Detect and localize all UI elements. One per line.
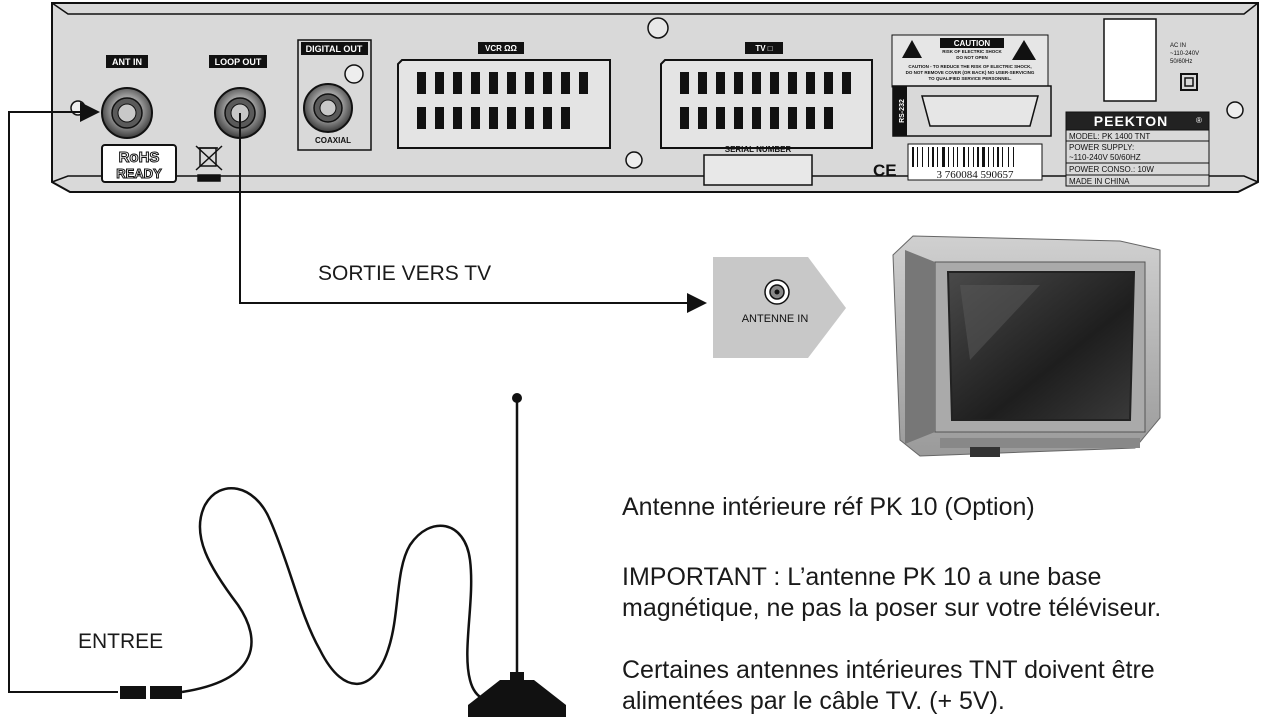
loop-out-label: LOOP OUT [215, 57, 262, 67]
caution-text3: TO QUALIFIED SERVICE PERSONNEL. [928, 76, 1011, 81]
ce-mark: CE [873, 161, 897, 180]
ant-in-connector[interactable]: ANT IN [101, 55, 153, 139]
caution-sub2: DO NOT OPEN [956, 55, 988, 60]
barcode-bar [948, 147, 949, 167]
antenna-reference-note: Antenne intérieure réf PK 10 (Option) [622, 493, 1035, 521]
sortie-vers-tv-label: SORTIE VERS TV [318, 262, 492, 285]
vcr-label: VCR ΩΩ [485, 44, 518, 53]
barcode-bar [1013, 147, 1014, 167]
spec-plate: PEEKTON ® MODEL: PK 1400 TNT POWER SUPPL… [1065, 111, 1210, 187]
ac-in-line1: AC IN [1170, 43, 1186, 49]
power-note-line1: Certaines antennes intérieures TNT doive… [622, 656, 1155, 684]
spec-conso: POWER CONSO.: 10W [1069, 165, 1154, 174]
double-insulation-icon [1180, 73, 1198, 91]
tv-scart-pins [680, 72, 851, 129]
indoor-antenna-cable [181, 487, 506, 703]
barcode-bar [942, 147, 945, 167]
ac-in-line2: ~110-240V [1170, 51, 1199, 57]
caution-text2: DO NOT REMOVE COVER (OR BACK) NO USER-SE… [906, 70, 1035, 75]
barcode-bar [937, 147, 938, 167]
barcode-bar [953, 147, 954, 167]
caution-text1: CAUTION - TO REDUCE THE RISK OF ELECTRIC… [908, 64, 1031, 69]
barcode-bar [1002, 147, 1003, 167]
barcode-digits: 3 760084 590657 [937, 169, 1015, 181]
caution-title: CAUTION [954, 39, 991, 48]
ac-in-line3: 50/60Hz [1170, 59, 1192, 65]
spec-supply: POWER SUPPLY: [1069, 143, 1134, 152]
ready-text: READY [116, 166, 162, 181]
barcode-bar [917, 147, 918, 167]
serial-number-label: SERIAL NUMBER [725, 145, 792, 154]
spec-model: MODEL: PK 1400 TNT [1069, 132, 1150, 141]
barcode-bar [977, 147, 979, 167]
vcr-scart-connector[interactable]: VCR ΩΩ [397, 42, 611, 149]
television [892, 235, 1161, 457]
tv-label: TV □ [755, 44, 772, 53]
digital-out-coaxial-connector[interactable]: DIGITAL OUT COAXIAL [297, 39, 372, 151]
indoor-antenna [468, 393, 566, 717]
caution-label: CAUTION RISK OF ELECTRIC SHOCK DO NOT OP… [891, 34, 1049, 88]
digital-out-label: DIGITAL OUT [306, 44, 363, 54]
barcode-bar [973, 147, 974, 167]
entree-label: ENTREE [78, 630, 164, 653]
brand-mark: ® [1196, 116, 1202, 125]
barcode-bar [932, 147, 934, 167]
power-note-line2: alimentées par le câble TV. (+ 5V). [622, 687, 1005, 715]
serial-number-plate: SERIAL NUMBER [703, 145, 813, 186]
brand-logo: PEEKTON [1094, 113, 1168, 129]
barcode-bar [988, 147, 989, 167]
caution-sub1: RISK OF ELECTRIC SHOCK [942, 49, 1002, 54]
barcode-bar [912, 147, 914, 167]
spec-made: MADE IN CHINA [1069, 177, 1130, 186]
barcode-bar [993, 147, 994, 167]
cable-loop-out-to-tv [239, 113, 707, 313]
barcode-bar [982, 147, 985, 167]
antenne-in-label: ANTENNE IN [742, 313, 809, 325]
coax-plug [120, 686, 182, 699]
coaxial-label: COAXIAL [315, 136, 351, 145]
weee-bin-icon [195, 145, 223, 182]
tv-scart-connector[interactable]: TV □ [660, 42, 873, 149]
spec-voltage: ~110-240V 50/60HZ [1069, 153, 1141, 162]
important-note-line1: IMPORTANT : L’antenne PK 10 a une base [622, 563, 1102, 591]
cable-antenna-to-ant-in [8, 102, 118, 693]
rs232-connector[interactable]: RS-232 [892, 85, 1052, 137]
important-note-line2: magnétique, ne pas la poser sur votre té… [622, 594, 1162, 622]
vcr-scart-pins [417, 72, 588, 129]
barcode-bar [922, 147, 923, 167]
barcode-bar [928, 147, 929, 167]
barcode: 3 760084 590657 [907, 143, 1043, 181]
barcode-bar [968, 147, 969, 167]
barcode-bar [957, 147, 958, 167]
tv-antenna-input-plate: ANTENNE IN [713, 257, 846, 358]
ant-in-label: ANT IN [112, 57, 142, 67]
barcode-bar [1008, 147, 1009, 167]
barcode-bar [997, 147, 999, 167]
rohs-ready-badge: RoHS READY [101, 144, 177, 183]
barcode-bar [963, 147, 965, 167]
rs232-label: RS-232 [899, 99, 906, 123]
rohs-text: RoHS [119, 149, 160, 166]
ac-in-socket[interactable]: AC IN ~110-240V 50/60Hz [1103, 18, 1199, 102]
